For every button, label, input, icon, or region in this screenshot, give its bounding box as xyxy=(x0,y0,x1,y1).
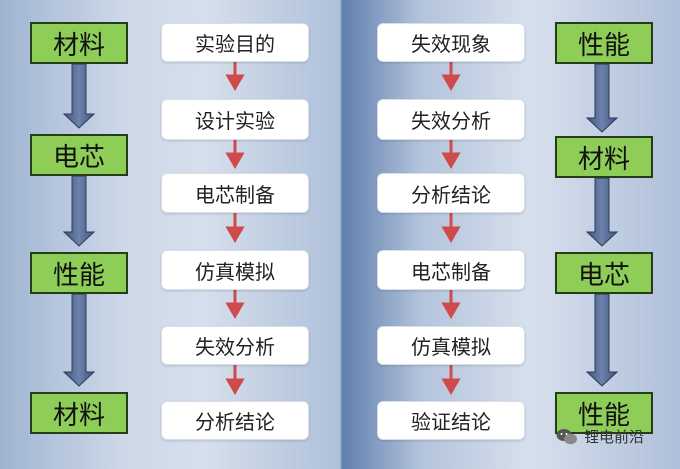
right-step-arrow-4 xyxy=(441,290,461,319)
right-step-box-1: 失效现象 xyxy=(377,23,525,62)
right-step-label: 失效现象 xyxy=(411,32,491,56)
right-step-box-2: 失效分析 xyxy=(377,99,525,140)
left-step-arrow-1 xyxy=(225,62,245,91)
left-step-box-6: 分析结论 xyxy=(161,401,309,440)
right-chain-box-1: 性能 xyxy=(555,22,653,64)
left-chain-label: 材料 xyxy=(52,30,105,61)
left-step-label: 仿真模拟 xyxy=(195,259,275,284)
left-chain-box-4: 材料 xyxy=(30,392,128,434)
right-chain-label: 性能 xyxy=(577,400,630,431)
left-chain-label: 性能 xyxy=(52,260,105,291)
left-chain-label: 电芯 xyxy=(52,142,105,173)
right-step-label: 仿真模拟 xyxy=(411,335,491,359)
left-step-arrow-4 xyxy=(225,290,245,319)
right-step-arrow-1 xyxy=(441,62,461,91)
left-step-label: 设计实验 xyxy=(195,109,275,133)
watermark-text: 锂电前沿 xyxy=(584,428,645,446)
right-step-arrow-5 xyxy=(441,365,461,395)
left-step-box-4: 仿真模拟 xyxy=(161,250,309,290)
right-chain-label: 电芯 xyxy=(577,260,630,291)
right-chain-box-3: 电芯 xyxy=(555,252,653,294)
left-chain-box-3: 性能 xyxy=(30,252,128,294)
left-down-arrow-1 xyxy=(62,63,96,129)
right-down-arrow-3 xyxy=(585,293,619,387)
left-chain-box-2: 电芯 xyxy=(30,134,128,176)
right-step-label: 验证结论 xyxy=(411,410,491,434)
left-down-arrow-3 xyxy=(62,293,96,387)
left-step-box-2: 设计实验 xyxy=(161,99,309,140)
left-step-label: 实验目的 xyxy=(195,32,275,56)
left-step-arrow-2 xyxy=(225,140,245,169)
right-step-box-5: 仿真模拟 xyxy=(377,326,525,365)
right-step-label: 失效分析 xyxy=(411,109,491,133)
left-step-box-1: 实验目的 xyxy=(161,23,309,62)
left-step-box-3: 电芯制备 xyxy=(161,173,309,213)
wechat-icon xyxy=(556,428,577,444)
right-chain-box-2: 材料 xyxy=(555,136,653,178)
right-chain-label: 材料 xyxy=(577,144,630,175)
left-step-arrow-5 xyxy=(225,365,245,395)
right-step-label: 电芯制备 xyxy=(411,259,491,284)
left-step-label: 分析结论 xyxy=(195,410,275,434)
left-chain-label: 材料 xyxy=(52,400,105,431)
left-step-box-5: 失效分析 xyxy=(161,326,309,365)
right-step-arrow-3 xyxy=(441,213,461,243)
right-step-box-3: 分析结论 xyxy=(377,173,525,213)
right-step-box-6: 验证结论 xyxy=(377,401,525,440)
left-step-label: 电芯制备 xyxy=(195,182,275,207)
left-step-label: 失效分析 xyxy=(195,335,275,359)
left-down-arrow-2 xyxy=(62,175,96,247)
left-chain-box-1: 材料 xyxy=(30,22,128,64)
left-step-arrow-3 xyxy=(225,213,245,243)
right-step-label: 分析结论 xyxy=(411,182,491,207)
right-down-arrow-1 xyxy=(585,63,619,133)
right-step-box-4: 电芯制备 xyxy=(377,250,525,290)
right-down-arrow-2 xyxy=(585,177,619,247)
right-step-arrow-2 xyxy=(441,140,461,169)
right-chain-label: 性能 xyxy=(577,30,630,61)
watermark: 锂电前沿 xyxy=(556,426,644,447)
right-chain-box-4: 性能 xyxy=(555,392,653,434)
